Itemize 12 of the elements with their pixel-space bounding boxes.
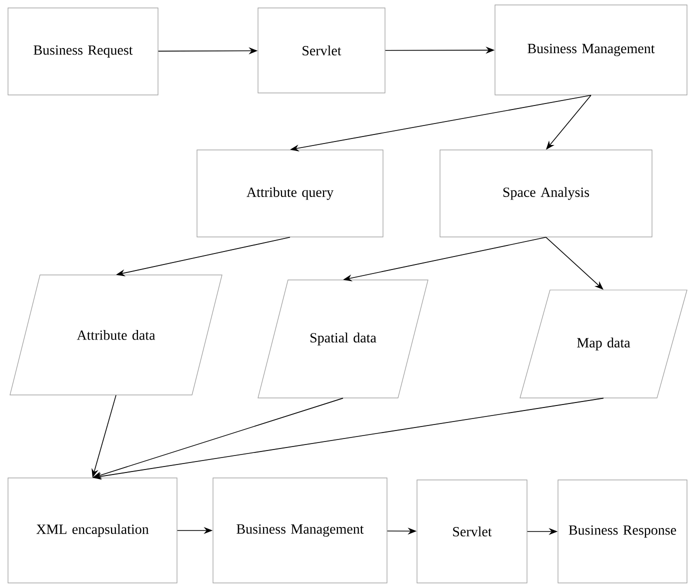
process-box: Business Request: [8, 8, 158, 96]
data-parallelogram: Spatial data: [258, 280, 428, 398]
process-box: Servlet: [416, 480, 528, 584]
data-parallelogram: Map data: [520, 290, 688, 398]
process-box: Servlet: [258, 8, 386, 94]
process-box: Business Management: [212, 478, 388, 584]
process-box: Business Management: [494, 4, 688, 96]
process-box: Attribute query: [196, 150, 384, 238]
process-box: Business Response: [558, 480, 688, 584]
process-box: Space Analysis: [440, 150, 652, 238]
data-parallelogram: Attribute data: [10, 274, 222, 396]
process-box: XML encapsulation: [8, 478, 178, 584]
